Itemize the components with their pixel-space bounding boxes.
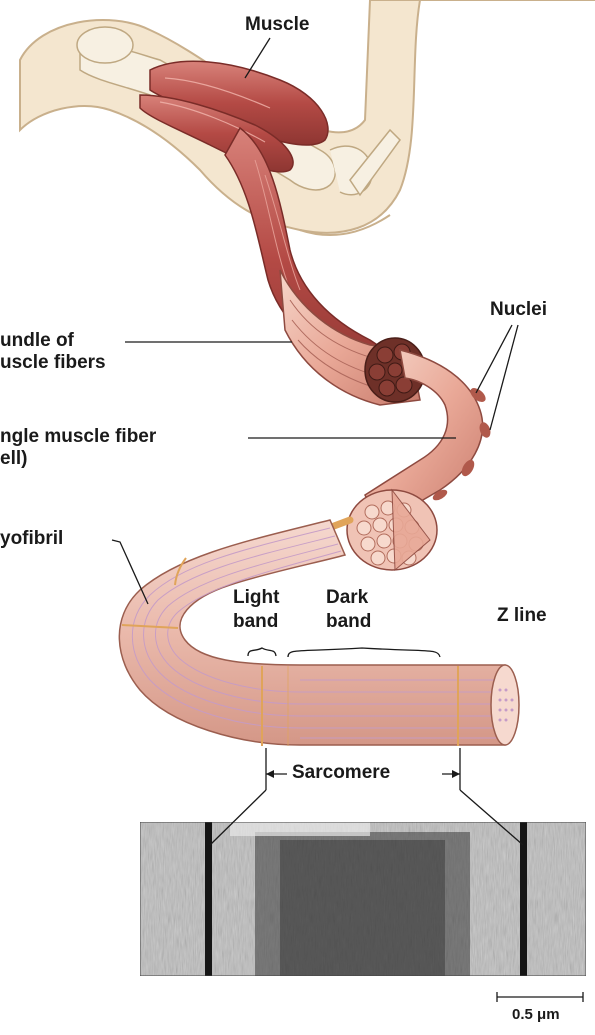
myofibril xyxy=(119,520,519,746)
label-single-muscle-fiber: ngle muscle fiber ell) xyxy=(0,426,156,470)
label-light-band: Light band xyxy=(233,586,279,634)
light-band-bracket xyxy=(248,648,276,656)
label-dark-band: Dark band xyxy=(326,586,371,634)
label-bundle-of-fibers: undle of uscle fibers xyxy=(0,330,106,374)
label-sarcomere: Sarcomere xyxy=(292,762,390,784)
sarcomere-left-arrowhead xyxy=(266,770,274,778)
dark-band-bracket xyxy=(288,648,440,657)
label-myofibril: yofibril xyxy=(0,528,63,550)
leader-nuclei-1 xyxy=(476,325,512,393)
label-nuclei: Nuclei xyxy=(490,299,547,321)
label-z-line: Z line xyxy=(497,605,547,627)
sarcomere-right-arrowhead xyxy=(452,770,460,778)
scale-bar-line xyxy=(497,992,583,1002)
label-scale-bar: 0.5 μm xyxy=(512,1006,560,1024)
electron-micrograph xyxy=(140,822,586,976)
label-muscle: Muscle xyxy=(245,14,309,36)
